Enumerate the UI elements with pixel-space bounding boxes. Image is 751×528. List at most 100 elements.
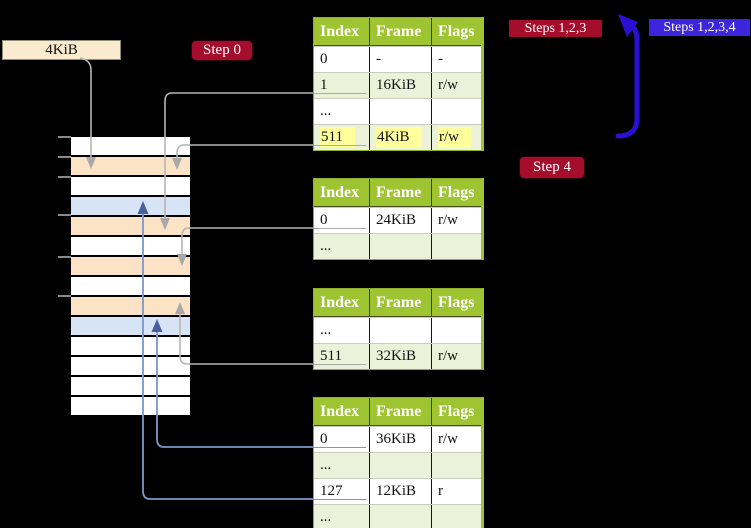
table-cell: 0 [314,427,369,452]
table-cell: r/w [431,344,481,369]
table-cell: ... [320,457,332,473]
memory-row-free [71,357,190,375]
column-header: Index [320,23,360,40]
table-cell: r/w [431,73,481,98]
memory-row-table [71,217,190,235]
memory-tick [58,136,71,138]
table-cell: 24KiB [369,208,431,233]
memory-row-free [71,237,190,255]
memory-tick [58,156,71,158]
highlighted-value: 4KiB [376,127,422,148]
highlighted-value: 511 [320,127,355,148]
table-row: 511 4KiB r/w [314,124,481,150]
table-cell: - [369,47,431,72]
column-header: Index [320,294,360,311]
table-cell: 4KiB [369,125,431,150]
table-cell [431,505,481,528]
column-header: Frame [369,179,431,206]
memory-row-free [71,377,190,395]
table-cell [369,505,431,528]
table-row: ... [314,317,481,343]
table-cell: 12KiB [369,479,431,504]
table-cell [431,318,481,343]
table-row: ... [314,233,481,259]
table-cell: 36KiB [369,427,431,452]
arrow-t2r0-to-24kib [177,227,313,266]
table-cell: ... [320,103,332,119]
table-row: 0 -- [314,46,481,72]
memory-column [71,137,190,415]
table-cell: ... [320,238,332,254]
table-cell: 511 [314,344,369,369]
table-cell: r [431,479,481,504]
memory-row-free [71,277,190,295]
table-cell [369,318,431,343]
column-header: Index [320,184,360,201]
column-header: Flags [431,289,481,316]
table-row: ... [314,504,481,528]
table-cell [431,453,481,478]
column-header: Frame [369,398,431,425]
memory-row-table [71,257,190,275]
column-header: Flags [431,18,481,45]
memory-row-free [71,177,190,195]
table-cell: - [431,47,481,72]
table-cell: 1 [314,73,369,98]
table-cell [369,453,431,478]
table-cell: ... [320,509,332,525]
table-cell: r/w [431,427,481,452]
column-header: Frame [369,289,431,316]
column-header: Frame [369,18,431,45]
memory-row-free [71,137,190,155]
table-cell: 127 [314,479,369,504]
memory-row-free [71,337,190,355]
badge-steps-123: Steps 1,2,3 [509,20,602,37]
memory-tick [58,176,71,178]
table-row: ... [314,452,481,478]
table-cell: 511 [314,125,369,150]
memory-row-table [71,157,190,175]
memory-tick [58,295,71,297]
table-cell [369,234,431,259]
arrow-t1r511-to-4kib [172,144,313,170]
table-cell: 16KiB [369,73,431,98]
memory-tick [58,214,71,216]
column-header: Flags [431,398,481,425]
table-cell: r/w [431,125,481,150]
memory-tick [58,256,71,258]
table-row: ... [314,98,481,124]
badge-step-0: Step 0 [191,40,253,61]
root-pointer-label: 4KiB [2,40,121,60]
memory-row-free [71,397,190,415]
column-header: Flags [431,179,481,206]
highlighted-value: r/w [438,127,471,148]
table-cell: 0 [314,208,369,233]
arrow-t3r511-to-32kib [175,302,313,365]
table-cell [431,99,481,124]
badge-step-4: Step 4 [519,156,585,179]
memory-row-table [71,297,190,315]
table-cell: 0 [320,51,328,67]
memory-row-page [71,317,190,335]
column-header: Index [320,403,360,420]
badge-steps-1234: Steps 1,2,3,4 [649,19,750,36]
table-cell: r/w [431,208,481,233]
memory-row-page [71,197,190,215]
table-cell [369,99,431,124]
table-cell: ... [320,322,332,338]
table-cell [431,234,481,259]
